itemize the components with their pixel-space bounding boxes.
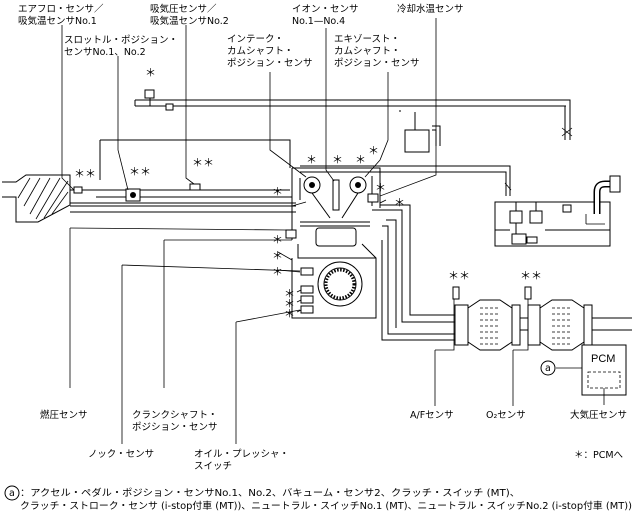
label-intake-cam-1: インテーク・ [227, 34, 284, 45]
label-baro-sensor: 大気圧センサ [570, 409, 627, 421]
air-cleaner [2, 174, 71, 223]
engine-block [285, 167, 381, 319]
charcoal-canister [404, 112, 441, 153]
label-exhaust-cam-2: カムシャフト・ [334, 46, 401, 57]
asterisk-map: ＊＊ [192, 156, 214, 169]
label-intake-cam-2: カムシャフト・ [227, 46, 294, 57]
label-pcm: PCM [591, 353, 615, 365]
asterisk-spark: ＊ [355, 153, 366, 166]
upper-piping [99, 89, 573, 180]
callout-a-circle [540, 360, 556, 376]
label-crank-sensor-2: ポジション・センサ [132, 422, 218, 433]
asterisk-crank: ＊ [272, 249, 283, 262]
label-exhaust-cam-3: ポジション・センサ [334, 58, 420, 69]
footnote: a ：アクセル・ペダル・ポジション・センサNo.1、No.2、バキューム・センサ… [4, 485, 632, 512]
label-af-sensor: A/Fセンサ [410, 410, 454, 421]
asterisk-o2: ＊＊ [520, 269, 542, 282]
asterisk-oil-1: ＊ [284, 287, 295, 300]
purge-valve [144, 89, 155, 99]
footnote-marker-circle [4, 485, 20, 501]
top-labels: エアフロ・センサ／ 吸気温センサNo.1 スロットル・ポジション・ センサNo.… [18, 3, 464, 69]
asterisk-purge: ＊ [145, 66, 156, 79]
asterisk-ion: ＊ [332, 153, 343, 166]
exhaust-system [372, 204, 632, 351]
footnote-line-2: クラッチ・ストローク・センサ (i-stop付車 (MT))、ニュートラル・スイ… [20, 500, 632, 512]
piston [315, 227, 357, 247]
label-exhaust-cam-1: エキゾースト・ [334, 34, 400, 45]
asterisk-knock: ＊ [272, 265, 283, 278]
callout-a-label: a [545, 363, 551, 374]
label-ion-sensor-2: No.1—No.4 [292, 16, 345, 27]
bottom-labels: 燃圧センサ クランクシャフト・ ポジション・センサ ノック・センサ オイル・プレ… [40, 353, 627, 472]
asterisk-oil-2: ＊ [284, 297, 295, 310]
baro-sensor-box [587, 371, 621, 389]
label-o2-sensor: O₂センサ [486, 410, 526, 421]
pcm-module [556, 344, 627, 405]
spark-plug [332, 179, 340, 211]
coolant-sensor-body [367, 193, 379, 203]
fuel-tank [494, 175, 621, 247]
asterisk-coolant: ＊ [375, 181, 386, 194]
asterisk-intake-cam: ＊ [306, 153, 317, 166]
legend-pcm-note: ＊：PCMへ [574, 450, 624, 461]
asterisk-fuel-pressure: ＊ [272, 233, 283, 246]
af-sensor-body [452, 286, 460, 300]
fuel-pressure-sensor-body [285, 229, 297, 239]
asterisk-airflow: ＊＊ [74, 167, 96, 180]
label-fuel-pressure: 燃圧センサ [40, 409, 88, 421]
leader-lines [61, 18, 529, 444]
intake-duct [70, 183, 296, 213]
label-map-sensor-1: 吸気圧センサ／ [150, 3, 217, 15]
asterisk-throttle: ＊＊ [129, 165, 151, 178]
pcm-connection-markers: ＊＊ ＊＊ ＊＊ ＊ ＊ ＊ ＊ ＊ ＊ ＊ ＊ ＊ ＊ ＊ ＊ ＊ ＊ ＊＊ … [74, 66, 542, 320]
asterisk-exhaust-cam: ＊ [368, 144, 379, 157]
footnote-marker: a [9, 488, 15, 499]
o2-sensor-body [524, 286, 532, 300]
fuel-line [300, 165, 512, 196]
asterisk-af: ＊＊ [448, 269, 470, 282]
label-throttle-sensor-1: スロットル・ポジション・ [64, 35, 178, 46]
label-airflow-sensor-2: 吸気温センサNo.1 [18, 15, 97, 27]
asterisk-injector: ＊ [272, 185, 283, 198]
asterisk-exhaust: ＊ [394, 196, 405, 209]
asterisk-oil-3: ＊ [284, 307, 295, 320]
label-crank-sensor-1: クランクシャフト・ [132, 410, 218, 421]
footnote-line-1: ：アクセル・ペダル・ポジション・センサNo.1、No.2、バキューム・センサ2、… [20, 487, 520, 499]
label-intake-cam-3: ポジション・センサ [227, 58, 313, 69]
label-map-sensor-2: 吸気温センサNo.2 [150, 15, 229, 27]
label-oil-pressure-2: スイッチ [194, 461, 232, 472]
label-airflow-sensor-1: エアフロ・センサ／ [18, 4, 104, 15]
label-throttle-sensor-2: センサNo.1、No.2 [64, 47, 146, 58]
label-knock-sensor: ノック・センサ [88, 449, 154, 460]
label-coolant-temp: 冷却水温センサ [397, 3, 464, 15]
label-ion-sensor-1: イオン・センサ [292, 4, 359, 15]
label-oil-pressure-1: オイル・プレッシャ・ [194, 449, 289, 460]
